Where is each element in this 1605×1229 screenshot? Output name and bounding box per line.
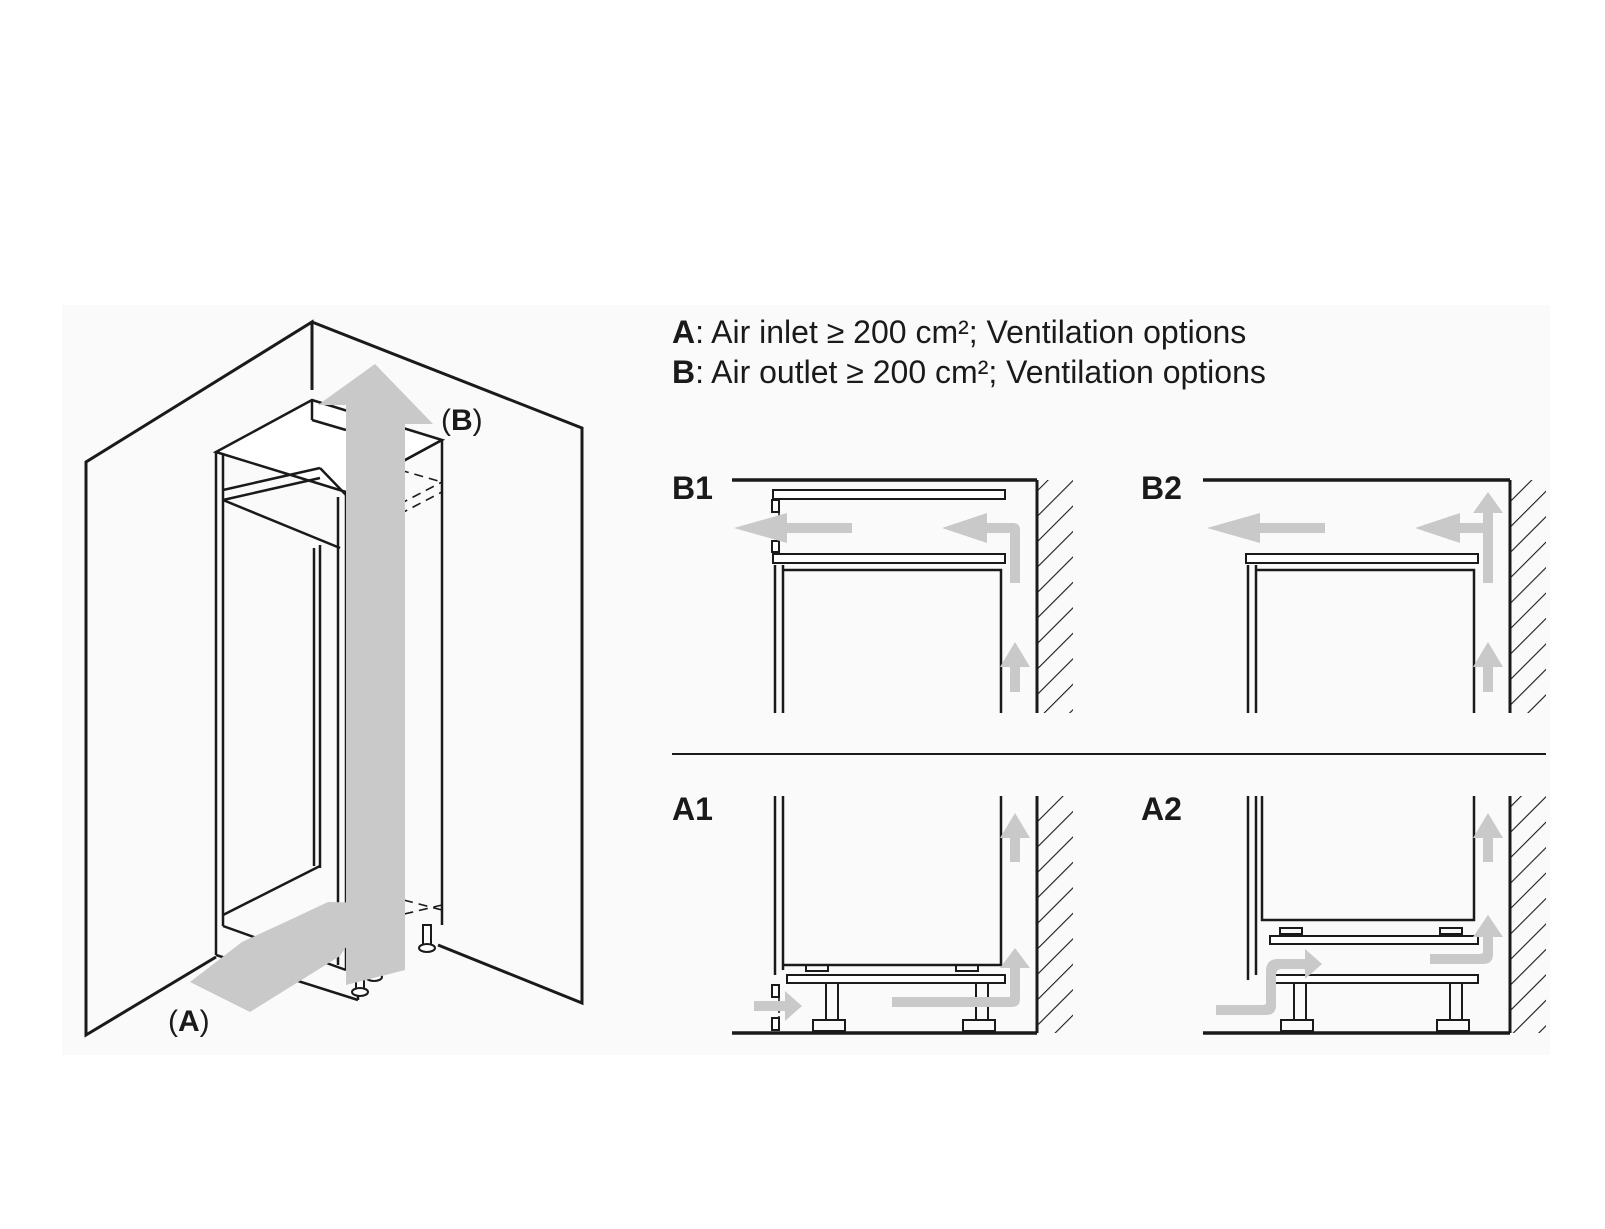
legend-a-text: : Air inlet ≥ 200 cm²; Ventilation optio… <box>695 314 1247 350</box>
cabinet-illustration <box>84 319 584 1038</box>
legend-b-text: : Air outlet ≥ 200 cm²; Ventilation opti… <box>695 354 1266 390</box>
inlet-airflow-arrow <box>190 902 376 1012</box>
right-wall <box>311 320 584 1006</box>
panel-label-a1: A1 <box>672 791 713 827</box>
panel-b2-drawing <box>1203 478 1546 713</box>
outlet-airflow-arrow <box>318 364 433 985</box>
panel-label-b1: B1 <box>672 470 713 506</box>
panel-b1-drawing <box>732 478 1073 713</box>
panel-label-a2: A2 <box>1141 791 1182 827</box>
legend-air-outlet: B: Air outlet ≥ 200 cm²; Ventilation opt… <box>672 356 1266 388</box>
legend-air-inlet: A: Air inlet ≥ 200 cm²; Ventilation opti… <box>672 316 1246 348</box>
section-diagrams <box>672 478 1546 1035</box>
panel-label-b2: B2 <box>1141 470 1182 506</box>
legend-b-key: B <box>672 354 696 390</box>
cabinet-inlet-label: (A) <box>168 1005 210 1038</box>
panel-a1-drawing <box>732 796 1073 1035</box>
legend-a-key: A <box>672 314 696 350</box>
cabinet-outlet-label: (B) <box>441 404 483 437</box>
left-wall <box>84 319 314 1038</box>
panel-a2-drawing <box>1203 796 1546 1035</box>
